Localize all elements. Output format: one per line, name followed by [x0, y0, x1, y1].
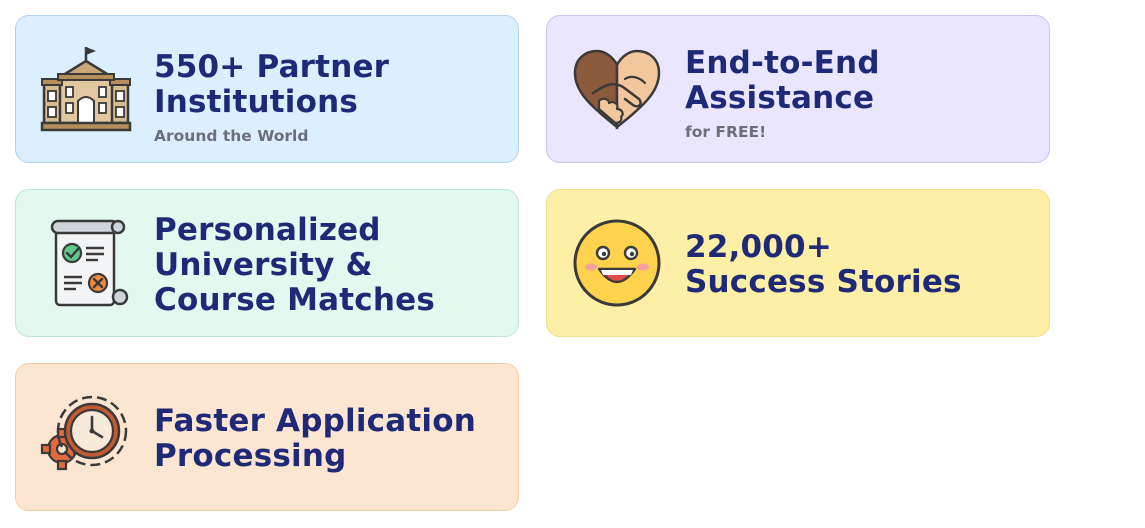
card-title: 550+ Partner Institutions [154, 49, 390, 120]
card-title: Personalized University & Course Matches [154, 212, 435, 318]
card-subtitle: for FREE! [685, 123, 767, 141]
card-success-stories: 22,000+ Success Stories [546, 189, 1050, 337]
card-text: End-to-End Assistance for FREE! [685, 45, 1035, 142]
clock-gear-icon [38, 389, 134, 485]
smiley-face-icon [569, 215, 665, 311]
card-personalized-matches: Personalized University & Course Matches [15, 189, 519, 337]
card-title: End-to-End Assistance [685, 45, 880, 116]
university-building-icon [38, 41, 134, 137]
card-text: 22,000+ Success Stories [685, 230, 1035, 300]
handshake-icon [569, 41, 665, 137]
card-title: 22,000+ Success Stories [685, 229, 962, 300]
card-text: Faster Application Processing [154, 404, 504, 474]
card-assistance: End-to-End Assistance for FREE! [546, 15, 1050, 163]
card-text: Personalized University & Course Matches [154, 213, 504, 318]
card-text: 550+ Partner Institutions Around the Wor… [154, 49, 504, 146]
card-faster-processing: Faster Application Processing [15, 363, 519, 511]
card-title: Faster Application Processing [154, 403, 476, 474]
card-subtitle: Around the World [154, 127, 309, 145]
checklist-scroll-icon [38, 215, 134, 311]
card-partner-institutions: 550+ Partner Institutions Around the Wor… [15, 15, 519, 163]
